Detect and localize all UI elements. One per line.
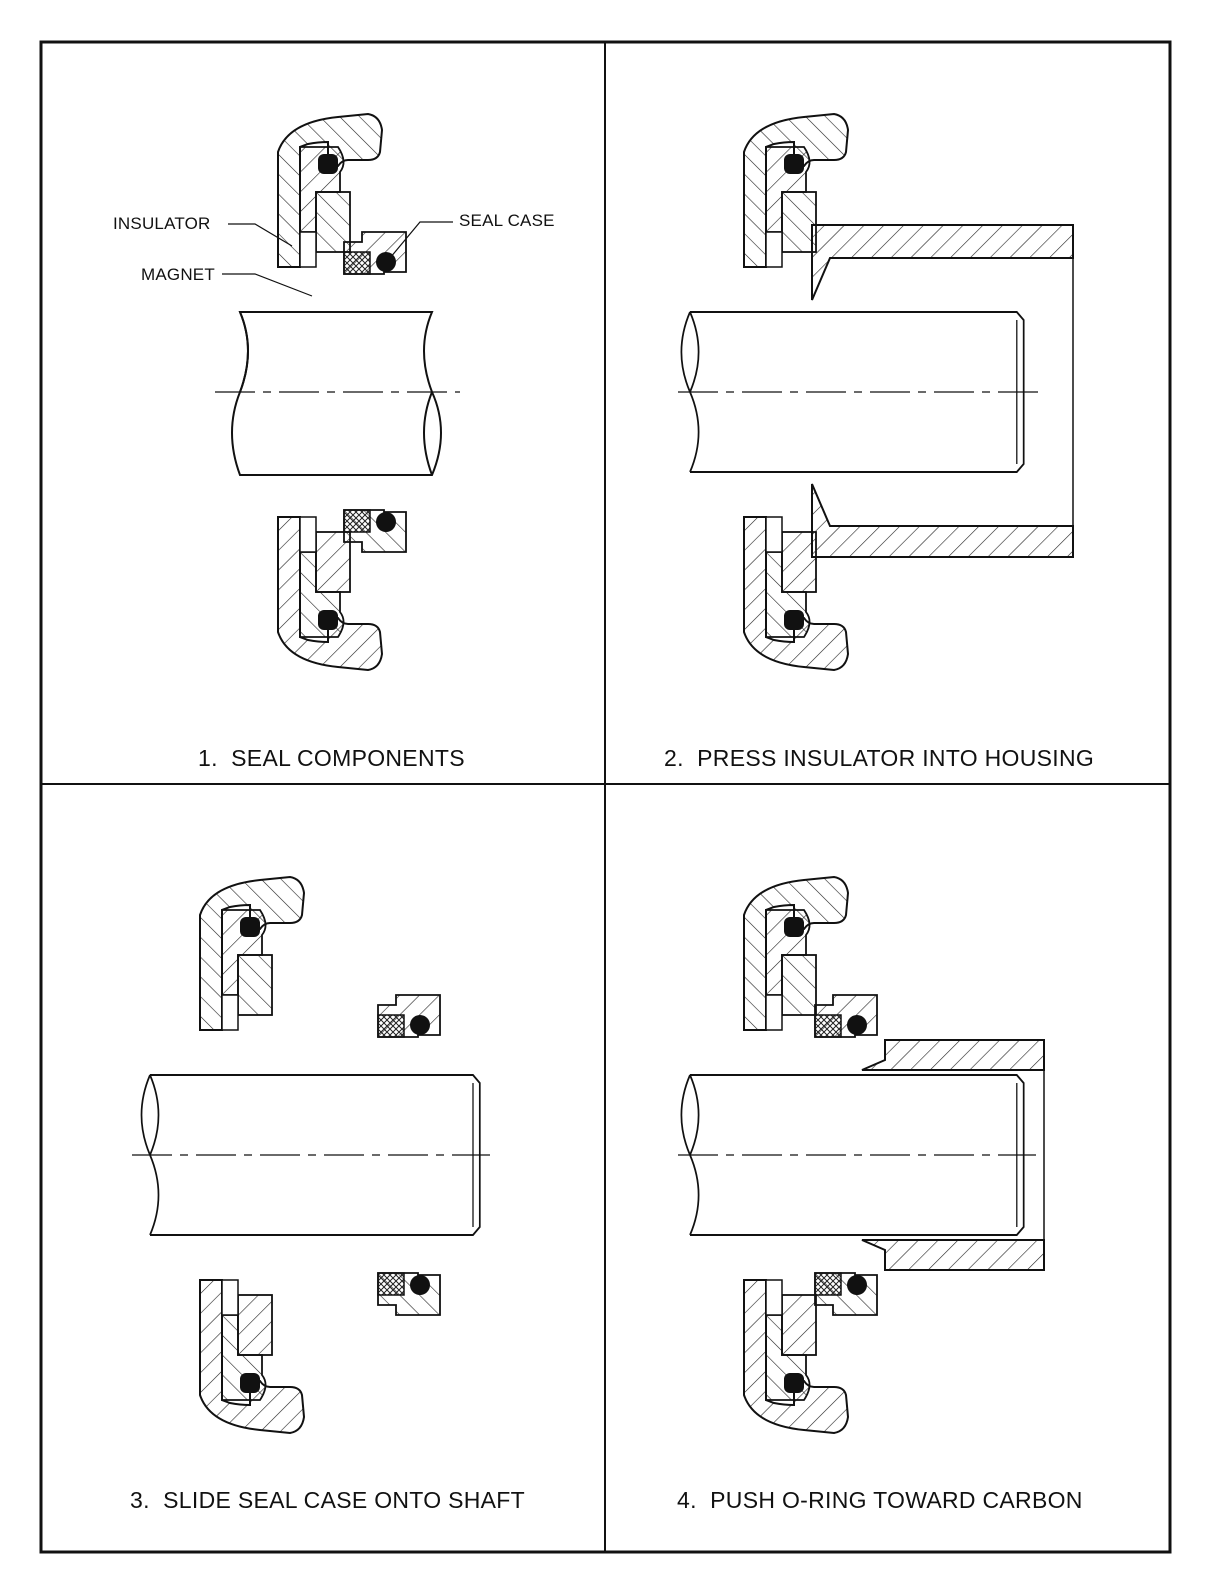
panel-4-drawing <box>678 877 1044 1433</box>
insulator-label: INSULATOR <box>113 214 211 234</box>
panel-3-drawing <box>132 877 490 1433</box>
magnet-label: MAGNET <box>141 265 215 285</box>
seal-case-label: SEAL CASE <box>459 211 555 231</box>
magnet-leader <box>222 274 312 296</box>
panel-2-caption: 2. PRESS INSULATOR INTO HOUSING <box>664 745 1094 772</box>
press-tool-bottom <box>812 484 1073 557</box>
panel-1-caption: 1. SEAL COMPONENTS <box>198 745 465 772</box>
panel-3-caption: 3. SLIDE SEAL CASE ONTO SHAFT <box>130 1487 525 1514</box>
panel-2-drawing <box>678 114 1073 670</box>
panel-4-caption: 4. PUSH O-RING TOWARD CARBON <box>677 1487 1083 1514</box>
press-tool-top <box>812 225 1073 300</box>
push-tool-bottom <box>862 1240 1044 1270</box>
shaft <box>232 312 441 475</box>
push-tool-top <box>862 1040 1044 1070</box>
panel-1-drawing <box>215 114 460 670</box>
